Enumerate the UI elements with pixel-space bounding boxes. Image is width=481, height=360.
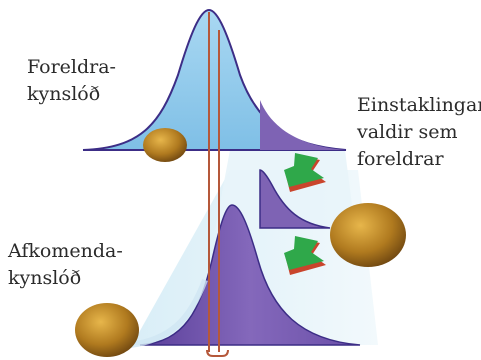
parent-distribution-curve — [82, 8, 347, 151]
parent-population-label-line1: Foreldra- — [27, 56, 116, 78]
selected-plane — [215, 150, 355, 230]
seed-offspring — [75, 303, 139, 357]
seed-selected — [330, 203, 406, 267]
selected-individuals-label-line1: Einstaklingar — [357, 94, 481, 116]
arrow-to-offspring — [284, 236, 326, 275]
parent-population-label: Foreldra- kynslóð — [27, 54, 116, 108]
parent-population-label-line2: kynslóð — [27, 83, 101, 105]
offspring-curve-highlight — [129, 278, 208, 348]
seed-small — [143, 128, 187, 162]
selected-individuals-label-line2: valdir sem — [357, 121, 458, 143]
offspring-population-label-line2: kynslóð — [8, 267, 82, 289]
selected-individuals-label-line3: foreldrar — [357, 148, 444, 170]
offspring-population-label-line1: Afkomenda- — [8, 240, 123, 262]
offspring-population-label: Afkomenda- kynslóð — [8, 238, 123, 292]
arrow-to-selected — [284, 153, 326, 192]
offspring-distribution-curve — [139, 204, 361, 346]
mean-line — [208, 12, 220, 352]
selected-individuals-label: Einstaklingar valdir sem foreldrar — [357, 92, 481, 173]
selected-distribution-curve — [259, 169, 331, 229]
selection-response-bracket — [206, 349, 229, 357]
parent-selected-tail — [260, 100, 346, 150]
